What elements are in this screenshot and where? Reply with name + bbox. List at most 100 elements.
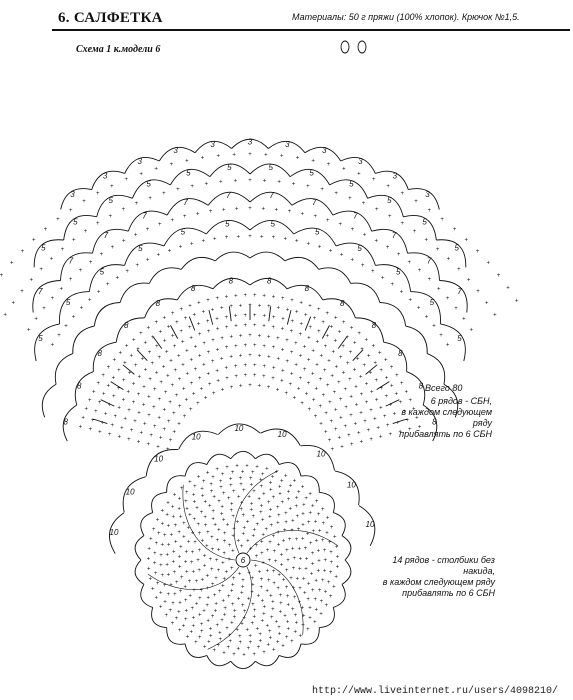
- fan-arch: [375, 170, 409, 190]
- sc-stitch: +: [152, 405, 156, 411]
- sc-stitch: +: [301, 511, 305, 517]
- sc-stitch: +: [465, 238, 469, 244]
- sc-stitch: +: [192, 392, 196, 398]
- sc-stitch: +: [256, 626, 260, 632]
- sc-stitch: +: [187, 540, 191, 546]
- sc-stitch: +: [69, 208, 73, 214]
- sc-stitch: +: [197, 301, 201, 307]
- sc-stitch: +: [333, 535, 337, 541]
- sc-stitch: +: [200, 487, 204, 493]
- fan-arch: [439, 280, 468, 313]
- sc-stitch: +: [98, 400, 102, 406]
- sc-stitch: +: [308, 606, 312, 612]
- sc-stitch: +: [179, 245, 183, 251]
- sc-stitch: +: [82, 199, 86, 205]
- sc-stitch: +: [236, 520, 240, 526]
- sc-stitch: +: [267, 304, 271, 310]
- sc-stitch: +: [379, 406, 383, 412]
- sc-stitch: +: [362, 201, 366, 207]
- sc-stitch: +: [142, 384, 146, 390]
- sc-stitch: +: [357, 331, 361, 337]
- sc-stitch: +: [206, 319, 210, 325]
- sc-stitch: +: [271, 600, 275, 606]
- sc-stitch: +: [506, 286, 510, 292]
- sc-stitch: +: [159, 605, 163, 611]
- sc-stitch: +: [231, 548, 235, 554]
- sc-stitch: +: [192, 624, 196, 630]
- sc-stitch: +: [125, 269, 129, 275]
- sc-stitch: +: [286, 558, 290, 564]
- sc-stitch: +: [147, 326, 151, 332]
- sc-stitch: +: [249, 640, 253, 646]
- sc-stitch: +: [285, 548, 289, 554]
- sc-stitch: +: [255, 554, 259, 560]
- sc-stitch: +: [190, 630, 194, 636]
- sc-stitch: +: [249, 508, 253, 514]
- sc-stitch: +: [372, 177, 376, 183]
- sc-stitch: +: [96, 221, 100, 227]
- sc-stitch: +: [44, 227, 48, 233]
- sc-stitch: +: [206, 573, 210, 579]
- sc-stitch: +: [314, 579, 318, 585]
- sc-stitch: +: [326, 218, 330, 224]
- chain-count-label: 3: [285, 140, 290, 149]
- sc-stitch: +: [94, 409, 98, 415]
- sc-stitch: +: [307, 336, 311, 342]
- sc-stitch: +: [223, 606, 227, 612]
- sc-stitch: +: [255, 543, 259, 549]
- sc-stitch: +: [262, 374, 266, 380]
- scallop-arch: [140, 584, 153, 608]
- sc-stitch: +: [198, 635, 202, 641]
- sc-stitch: +: [235, 206, 239, 212]
- sc-stitch: +: [239, 640, 243, 646]
- sc-stitch: +: [217, 568, 221, 574]
- sc-stitch: +: [211, 509, 215, 515]
- sc-stitch: +: [208, 382, 212, 388]
- sc-stitch: +: [313, 316, 317, 322]
- sc-stitch: +: [330, 325, 334, 331]
- sc-stitch: +: [388, 214, 392, 220]
- sc-stitch: +: [191, 570, 195, 576]
- sc-stitch: +: [220, 357, 224, 363]
- sc-stitch: +: [164, 390, 168, 396]
- sc-stitch: +: [261, 561, 265, 567]
- sc-stitch: +: [167, 592, 171, 598]
- chain-count-label: 7: [38, 287, 43, 296]
- sc-stitch: +: [299, 354, 303, 360]
- sc-stitch: +: [390, 365, 394, 371]
- sc-stitch: +: [200, 629, 204, 635]
- sc-stitch: +: [202, 479, 206, 485]
- sc-stitch: +: [165, 563, 169, 569]
- sc-stitch: +: [122, 238, 126, 244]
- sc-stitch: +: [169, 438, 173, 444]
- sc-stitch: +: [123, 360, 127, 366]
- sc-stitch: +: [280, 154, 284, 160]
- sc-stitch: +: [225, 295, 229, 301]
- chain-count-label: 5: [225, 219, 230, 228]
- sc-stitch: +: [248, 206, 252, 212]
- sc-stitch: +: [269, 523, 273, 529]
- sc-stitch: +: [299, 332, 303, 338]
- sc-stitch: +: [147, 557, 151, 563]
- fan-arch: [371, 228, 408, 254]
- chain-count-label: 3: [173, 146, 178, 155]
- sc-stitch: +: [135, 201, 139, 207]
- sc-stitch: +: [214, 608, 218, 614]
- sc-stitch: +: [251, 514, 255, 520]
- sc-stitch: +: [168, 400, 172, 406]
- sc-stitch: +: [182, 387, 186, 393]
- sc-stitch: +: [216, 379, 220, 385]
- increase-line: [246, 530, 339, 554]
- sc-stitch: +: [221, 472, 225, 478]
- sc-stitch: +: [184, 598, 188, 604]
- fan-arch: [293, 227, 337, 247]
- sc-stitch: +: [311, 561, 315, 567]
- sc-stitch: +: [268, 636, 272, 642]
- sc-stitch: +: [379, 368, 383, 374]
- sc-stitch: +: [315, 539, 319, 545]
- sc-stitch: +: [234, 364, 238, 370]
- sc-stitch: +: [171, 621, 175, 627]
- sc-stitch: +: [161, 509, 165, 515]
- center-number: 6: [241, 556, 246, 565]
